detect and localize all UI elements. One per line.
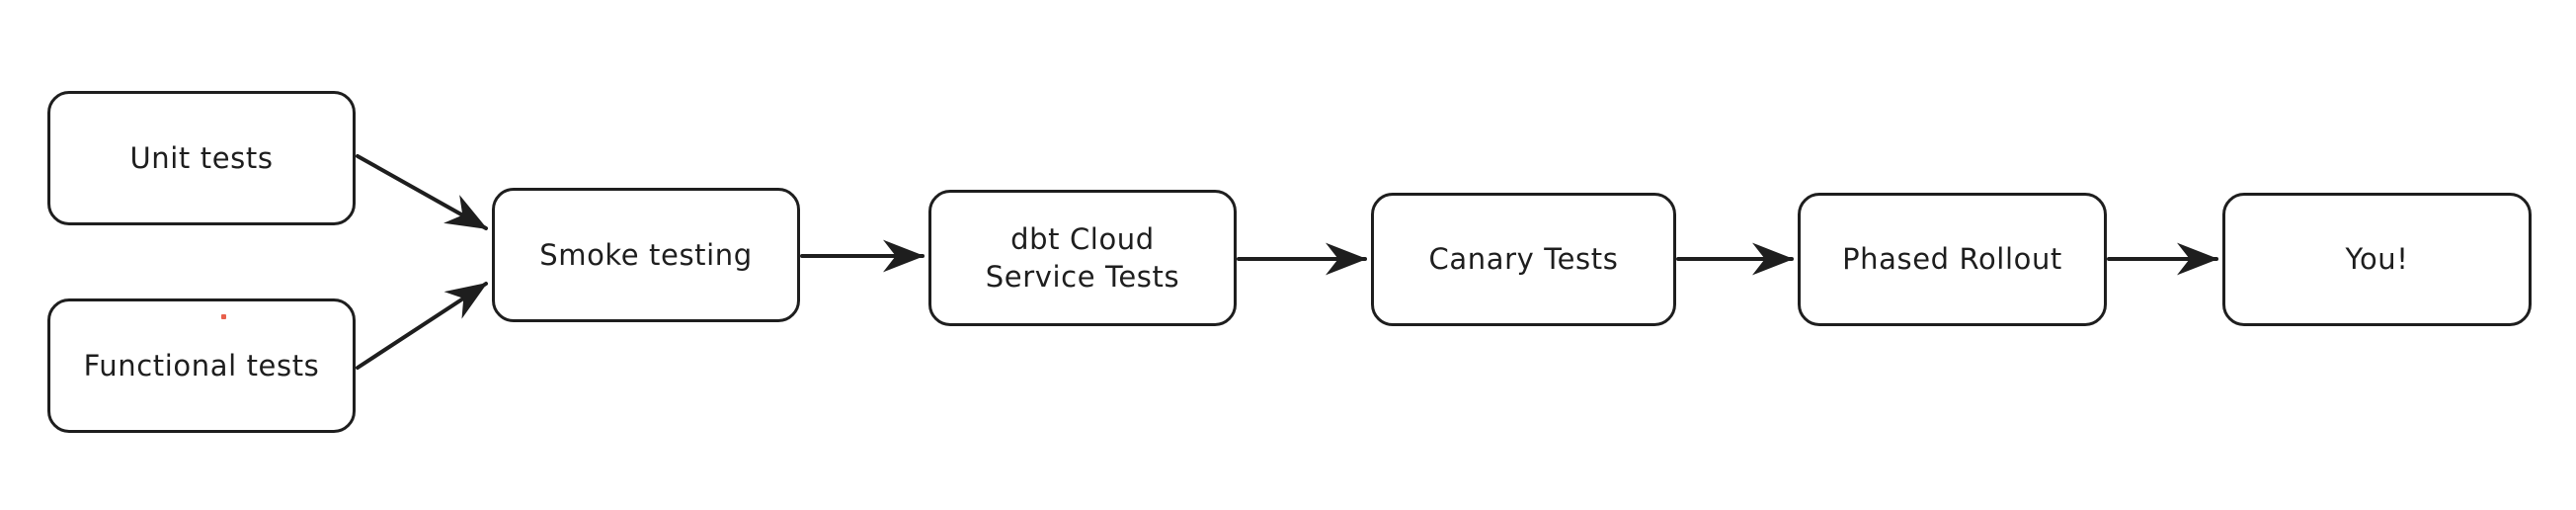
node-canary-tests[interactable]: Canary Tests	[1371, 193, 1676, 326]
edge-functional-to-smoke	[356, 282, 488, 370]
node-label-unit-tests: Unit tests	[129, 140, 274, 175]
node-label-you: You!	[2345, 242, 2409, 277]
node-smoke-testing[interactable]: Smoke testing	[492, 188, 800, 322]
node-label-phased-rollout: Phased Rollout	[1842, 242, 2062, 277]
node-label-dbt-cloud-service-tests: dbt Cloud Service Tests	[985, 221, 1180, 294]
node-label-smoke-testing: Smoke testing	[539, 237, 753, 272]
node-phased-rollout[interactable]: Phased Rollout	[1798, 193, 2107, 326]
node-label-functional-tests: Functional tests	[83, 348, 320, 382]
node-dbt-cloud-service-tests[interactable]: dbt Cloud Service Tests	[928, 190, 1237, 326]
red-marker-artifact	[221, 314, 226, 319]
node-label-canary-tests: Canary Tests	[1428, 242, 1619, 277]
node-functional-tests[interactable]: Functional tests	[47, 298, 356, 433]
edge-unit-to-smoke	[356, 154, 488, 230]
node-unit-tests[interactable]: Unit tests	[47, 91, 356, 225]
node-you[interactable]: You!	[2222, 193, 2532, 326]
